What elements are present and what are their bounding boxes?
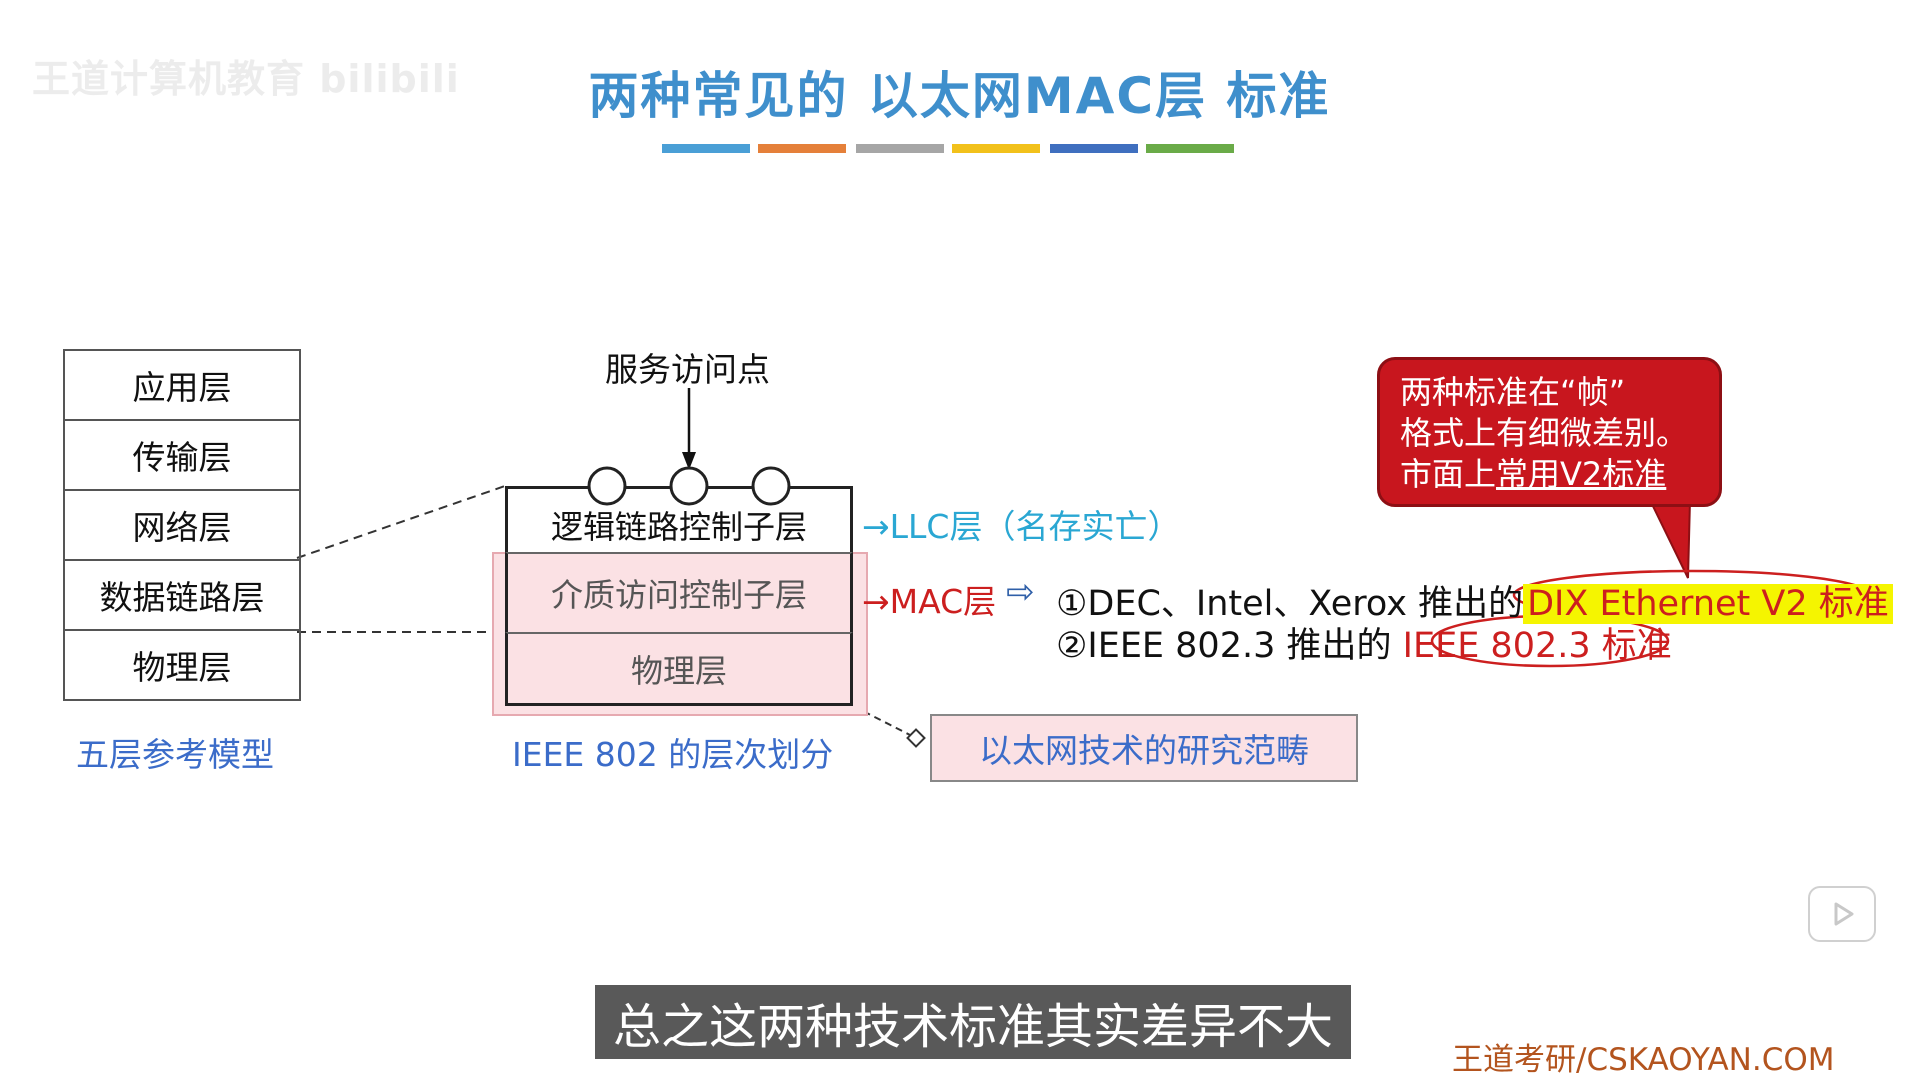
mac-sublayer: 介质访问控制子层 [505,552,853,632]
title-color-bar-1 [662,144,750,153]
title-color-bar-5 [1050,144,1138,153]
physical-sublayer: 物理层 [505,632,853,706]
sap-circle-right [751,466,791,506]
five-layer-model: 应用层 传输层 网络层 数据链路层 物理层 [63,349,301,701]
service-access-point-label: 服务访问点 [605,350,770,389]
callout-underlined: 常用V2标准 [1496,455,1667,493]
play-button[interactable] [1808,886,1876,942]
slide-title: 两种常见的 以太网MAC层 标准 [588,67,1331,125]
research-scope-box: 以太网技术的研究范畴 [930,714,1358,782]
play-icon [1834,902,1854,926]
callout-note: 两种标准在“帧” 格式上有细微差别。 市面上常用V2标准 [1377,357,1722,507]
standard-line-2: ②IEEE 802.3 推出的 IEEE 802.3 标准 [1056,617,1672,668]
standard-1-highlight: DIX Ethernet V2 标准 [1523,584,1893,624]
sap-circle-middle [669,466,709,506]
double-arrow-icon: ⇨ [1006,572,1035,612]
llc-sublayer: 逻辑链路控制子层 [505,486,853,552]
title-color-bar-6 [1146,144,1234,153]
callout-line-2: 格式上有细微差别。 [1400,414,1689,452]
callout-line-3: 市面上常用V2标准 [1400,455,1667,493]
ieee802-caption: IEEE 802 的层次划分 [512,735,834,774]
layer-transport: 传输层 [65,419,299,489]
five-layer-caption: 五层参考模型 [76,735,274,774]
sap-circle-left [587,466,627,506]
layer-data-link: 数据链路层 [65,559,299,629]
callout-line-1: 两种标准在“帧” [1400,373,1626,411]
video-subtitle: 总之这两种技术标准其实差异不大 [595,985,1352,1059]
llc-layer-label: →LLC层（名存实亡） [862,507,1181,546]
layer-network: 网络层 [65,489,299,559]
layer-physical: 物理层 [65,629,299,699]
ieee-pink-highlight [492,552,868,716]
standard-2-prefix: ②IEEE 802.3 推出的 [1056,626,1392,666]
watermark-logo: 王道计算机教育 bilibili [32,57,460,101]
title-color-bar-4 [952,144,1040,153]
title-color-bar-2 [758,144,846,153]
brand-url: 王道考研/CSKAOYAN.COM [1452,1042,1835,1078]
standard-1-prefix: ①DEC、Intel、Xerox 推出的 [1056,584,1524,624]
standard-2-highlight: IEEE 802.3 标准 [1402,626,1672,666]
layer-application: 应用层 [132,368,232,407]
mac-layer-label: →MAC层 [862,582,997,621]
title-color-bar-3 [856,144,944,153]
